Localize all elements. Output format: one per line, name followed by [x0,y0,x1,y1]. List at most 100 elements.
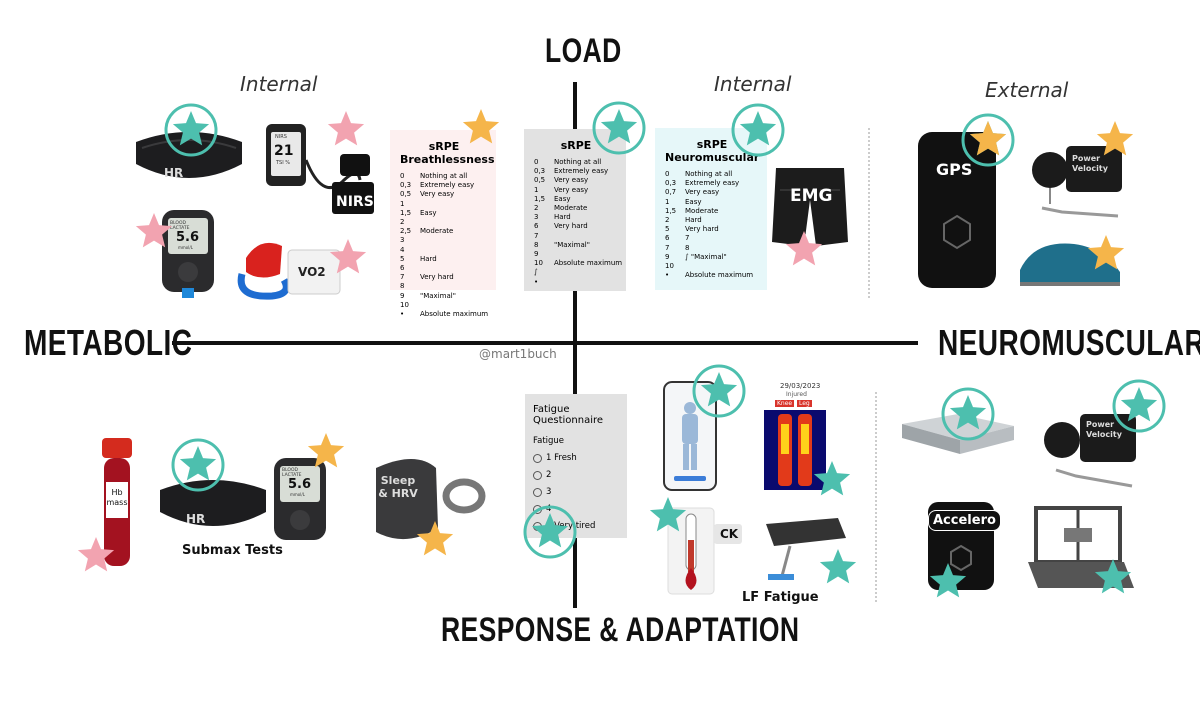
emg-label: EMG [790,186,833,206]
circle-marker-icon [171,438,225,492]
teal-star-icon [813,461,851,496]
orange-star-icon [416,521,454,556]
scale-value: 3 [400,236,405,245]
section-external: External [985,78,1069,102]
scale-descriptor: ∫ "Maximal" [685,252,727,261]
orange-star-icon [462,109,500,144]
lactate-screen-label-bottom: BLOOD LACTATE [282,468,302,478]
questionnaire-option[interactable]: 3 [533,487,619,497]
orange-star-icon [1096,121,1134,156]
lf-fatigue-device [766,518,846,580]
scale-value: 0,3 [534,167,546,176]
scale-row: 4 [400,246,488,255]
scale-value: 2,5 [400,227,412,236]
vo2-label: VO2 [298,265,326,279]
scale-row: 6 Very hard [534,222,618,231]
scale-row: 0 Nothing at all [534,158,618,167]
orange-star-icon [307,433,345,468]
hr-strap-label-top: HR [164,166,184,180]
scale-row: 9 [534,250,618,259]
lactate-value-bottom: 5.6 [288,477,312,492]
scale-descriptor: Nothing at all [554,158,602,166]
scale-value: 5 [400,254,405,263]
circle-marker-icon [1112,379,1166,433]
scale-value: 8 [534,240,539,249]
teal-star-icon [739,111,777,146]
section-internal-right: Internal [714,72,792,96]
scale-value: 6 [534,222,539,231]
scale-value: 8 [400,282,405,291]
circle-marker-icon [941,387,995,441]
scale-row: 8"Maximal" [534,241,618,250]
scale-value: 0 [665,170,670,178]
teal-star-icon [1120,387,1158,422]
teal-star-icon [700,372,738,407]
questionnaire-option-label: 1 Fresh [546,453,577,463]
thermo-tag-knee: Knee [775,400,795,407]
scale-descriptor: Very hard [554,222,588,231]
nirs-label: NIRS [336,194,374,210]
ck-label: CK [720,527,739,541]
scale-row: •Absolute maximum [665,271,759,280]
teal-star-icon [1094,559,1132,594]
orange-star-icon [1087,235,1125,270]
hr-strap-label-bottom: HR [186,512,206,526]
scale-value: 2 [534,204,539,213]
scale-row: • [534,278,618,287]
scale-value: 1,5 [534,194,546,203]
radio-icon[interactable] [533,453,542,463]
lactate-unit-top: mmol/L [178,245,193,250]
scale-descriptor: Absolute maximum [685,271,754,280]
scale-row: 5 Very hard [665,225,759,234]
scale-value: 4 [400,245,405,254]
scale-row: 2 Moderate [534,204,618,213]
hb-mass-tube [102,438,132,566]
hr-strap-bottom [160,480,266,526]
scale-descriptor: Very easy [554,176,589,185]
thermo-tag-leg: Leg [797,400,812,407]
orange-star-icon [969,121,1007,156]
scale-descriptor: Extremely easy [420,181,475,190]
questionnaire-question: Fatigue [533,436,565,446]
scale-descriptor: Very hard [685,225,719,234]
gps-label: GPS [936,160,973,179]
teal-star-icon [179,446,217,481]
scale-value: 1 [400,199,405,208]
vo2-device [237,242,341,300]
radio-icon[interactable] [533,487,542,497]
circle-marker-icon [731,103,785,157]
scale-value: 0 [534,158,539,166]
scale-descriptor: Moderate [554,204,588,213]
pink-star-icon [329,239,367,274]
scale-row: 9∫ "Maximal" [665,253,759,262]
emg-shorts [772,168,848,246]
teal-star-icon [649,497,687,532]
scale-descriptor: Easy [685,197,702,206]
scale-descriptor: Moderate [420,227,454,236]
questionnaire-option[interactable]: 2 [533,470,619,480]
scale-value: 10 [534,259,543,268]
scale-value: 5 [665,225,670,234]
axis-label-response-adaptation: RESPONSE & ADAPTATION [441,611,800,649]
questionnaire-option[interactable]: 1 Fresh [533,453,619,463]
lactate-screen-label-top: BLOOD LACTATE [170,221,190,231]
questionnaire-option-label: 2 [546,470,552,480]
axis-label-load: LOAD [545,32,622,70]
scale-value: 6 [665,234,670,243]
scale-value: 0,5 [534,176,546,185]
scale-value: 2 [665,216,670,225]
scale-row: 3 [400,236,488,245]
scale-value: 9 [534,250,539,259]
radio-icon[interactable] [533,470,542,480]
